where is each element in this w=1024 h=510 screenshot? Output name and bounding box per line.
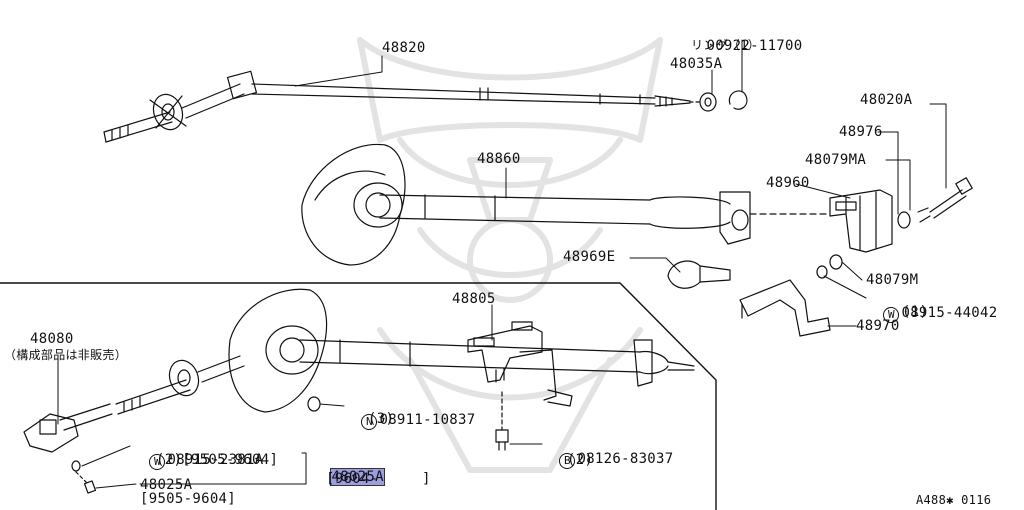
callout-48079ma[interactable]: 48079MA [805,152,867,168]
callout-48025a-old-range: [9505-9604] [140,491,237,507]
figure-code: A488✱ 0116 [916,493,992,507]
washer-badge: W [149,454,166,470]
watermark-emblem [357,37,663,473]
callout-48976[interactable]: 48976 [839,124,883,140]
snap-ring-00922 [728,90,748,110]
washer-48035a [699,92,717,112]
tilt-lever-48970 [739,279,831,337]
steering-column-48860 [301,143,831,266]
callout-48080[interactable]: 48080 [30,331,74,347]
callout-48020a[interactable]: 48020A [860,92,913,108]
callout-48970[interactable]: 48970 [856,318,900,334]
callout-00922-11700[interactable]: 00922-11700 [689,24,803,54]
callout-48969e[interactable]: 48969E [563,249,616,265]
lower-shaft-48080 [23,355,245,494]
sub-assembly-frame [0,282,717,510]
highlighted-part-number[interactable]: 48025A [330,468,385,486]
callout-48860[interactable]: 48860 [477,151,521,167]
clamp-48969e [667,260,731,289]
callout-08126-qty: (2) [567,452,594,468]
callout-48960[interactable]: 48960 [766,175,810,191]
part-number[interactable]: 00922-11700 [706,38,803,54]
intermediate-shaft-48820 [103,70,691,143]
part-number[interactable]: 08911-10837 [379,412,476,428]
leader-lines [57,39,947,489]
callout-08915-2381a-qty: (2)[9505-9604] [156,452,279,468]
lower-column-assembly [228,288,695,451]
callout-48805[interactable]: 48805 [452,291,496,307]
callout-48025a-old[interactable]: 48025A [140,477,193,493]
bolt-badge: B [559,453,576,469]
callout-00922-note: リング（1） [691,38,761,52]
nut-badge: N [361,414,378,430]
part-number[interactable]: 08126-83037 [577,451,674,467]
callout-08911-qty: (3) [368,411,395,427]
bracket-48960 [816,177,973,279]
callout-48079m[interactable]: 48079M [866,272,919,288]
part-number[interactable]: 08915-2381A [167,452,264,468]
nut-08911 [307,396,321,412]
washer-badge: W [883,307,900,323]
callout-48035a[interactable]: 48035A [670,56,723,72]
callout-08915-44042-qty: (1) [902,304,929,320]
callout-48025a-highlighted[interactable]: 48025A [314,455,385,486]
callout-48025a-range: [9604- ] [326,471,431,487]
part-number[interactable]: 08915-44042 [901,305,998,321]
callout-48820[interactable]: 48820 [382,40,426,56]
callout-48080-note: （構成部品は非販売） [4,348,128,362]
